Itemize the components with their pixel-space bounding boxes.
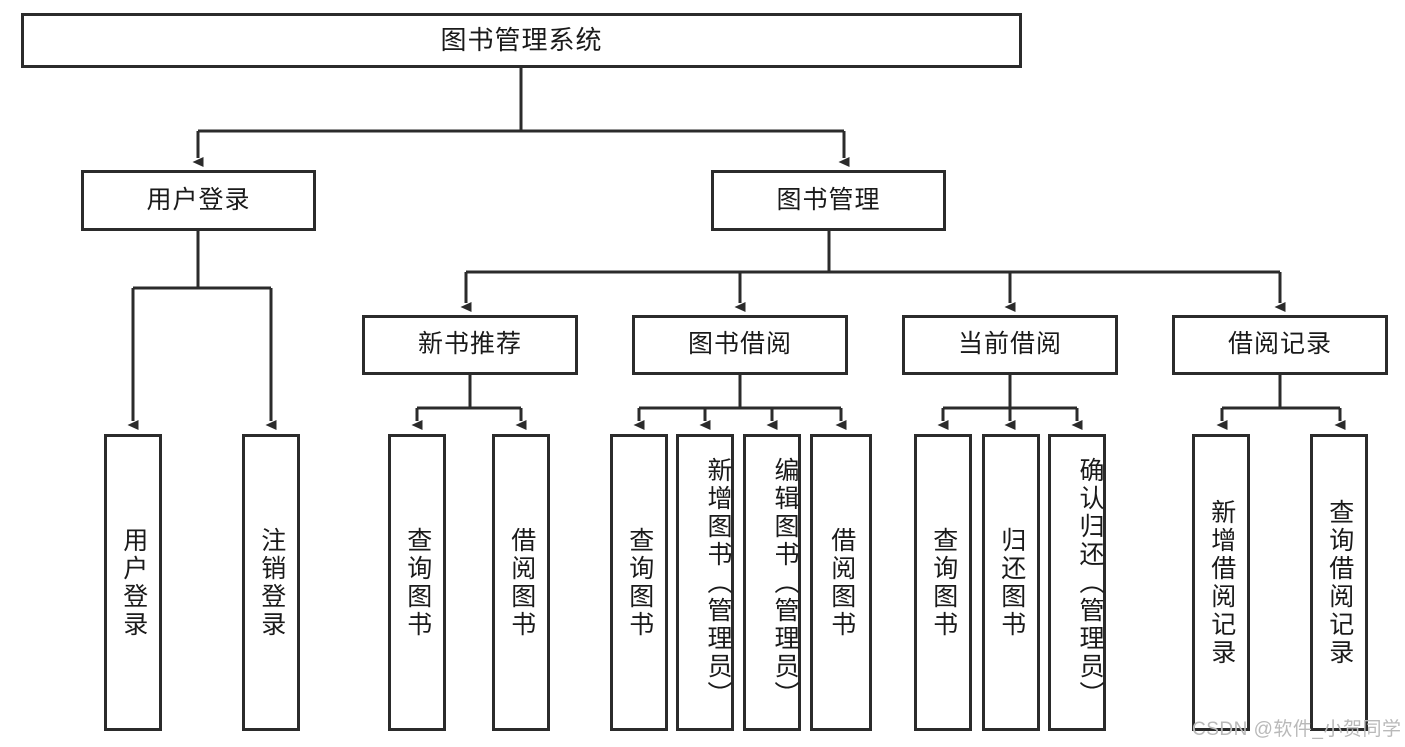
leaf-logout[interactable]: 注销登录 [242, 434, 300, 731]
leaf-query-book-borrow[interactable]: 查询图书 [610, 434, 668, 731]
watermark-credit: CSDN @软件_小贺同学 [1192, 719, 1402, 740]
leaf-query-book-recommend[interactable]: 查询图书 [388, 434, 446, 731]
node-book-management[interactable]: 图书管理 [711, 170, 946, 231]
leaf-user-login[interactable]: 用户登录 [104, 434, 162, 731]
node-root-system[interactable]: 图书管理系统 [21, 13, 1022, 68]
leaf-borrow-book-recommend[interactable]: 借阅图书 [492, 434, 550, 731]
node-book-borrow[interactable]: 图书借阅 [632, 315, 848, 375]
leaf-confirm-return-admin[interactable]: 确认归还（管理员） [1048, 434, 1106, 731]
leaf-query-borrow-record[interactable]: 查询借阅记录 [1310, 434, 1368, 731]
leaf-borrow-book[interactable]: 借阅图书 [810, 434, 872, 731]
leaf-edit-book-admin[interactable]: 编辑图书（管理员） [743, 434, 801, 731]
leaf-add-borrow-record[interactable]: 新增借阅记录 [1192, 434, 1250, 731]
node-current-borrow[interactable]: 当前借阅 [902, 315, 1118, 375]
node-user-login[interactable]: 用户登录 [81, 170, 316, 231]
leaf-return-book[interactable]: 归还图书 [982, 434, 1040, 731]
node-borrow-record[interactable]: 借阅记录 [1172, 315, 1388, 375]
node-new-book-recommend[interactable]: 新书推荐 [362, 315, 578, 375]
leaf-query-book-current[interactable]: 查询图书 [914, 434, 972, 731]
leaf-add-book-admin[interactable]: 新增图书（管理员） [676, 434, 734, 731]
